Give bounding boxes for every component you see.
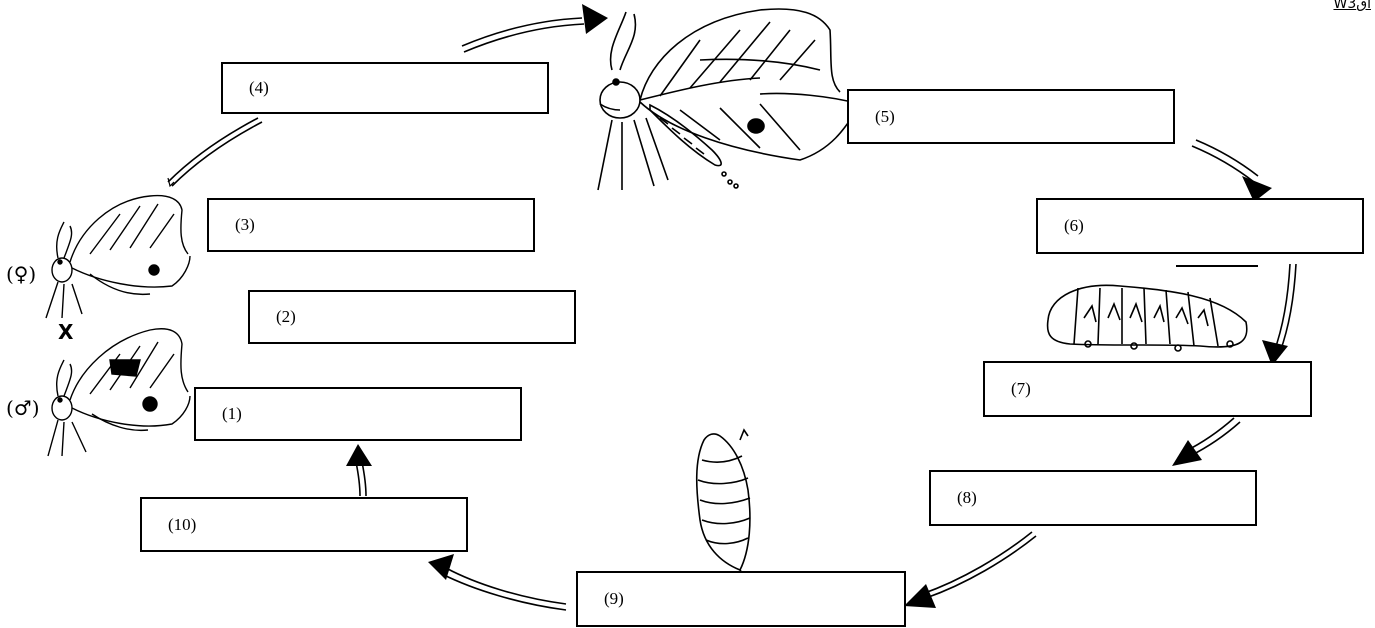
arrow-4-to-adult [462, 18, 582, 46]
stage-box-3-label: (3) [235, 215, 255, 235]
arrow-eggs-to-4 [168, 118, 258, 182]
female-butterfly-icon [46, 196, 190, 318]
stage-box-2[interactable]: (2) [248, 290, 576, 344]
chrysalis-icon [697, 430, 750, 576]
butterfly-icon [598, 9, 860, 190]
arrow-6-to-7 [1280, 264, 1296, 352]
cross-symbol: X [58, 320, 73, 344]
stage-box-1-label: (1) [222, 404, 242, 424]
stage-box-4-label: (4) [249, 78, 269, 98]
stage-box-6-label: (6) [1064, 216, 1084, 236]
stage-box-2-label: (2) [276, 307, 296, 327]
male-butterfly-icon [48, 329, 190, 456]
stage-box-3[interactable]: (3) [207, 198, 535, 252]
stage-box-1[interactable]: (1) [194, 387, 522, 441]
arrow-7-to-8 [1190, 422, 1240, 456]
corner-text: W3اق [1333, 0, 1371, 12]
stage-box-7[interactable]: (7) [983, 361, 1312, 417]
stage-box-4[interactable]: (4) [221, 62, 549, 114]
stage-box-9[interactable]: (9) [576, 571, 906, 627]
stage-box-10[interactable]: (10) [140, 497, 468, 552]
stage-box-6[interactable]: (6) [1036, 198, 1364, 254]
stage-box-7-label: (7) [1011, 379, 1031, 399]
male-symbol: (♂) [6, 396, 40, 420]
female-symbol: (♀) [6, 262, 36, 286]
arrow-5-to-6 [1196, 140, 1258, 176]
stage-box-9-label: (9) [604, 589, 624, 609]
arrow-10-to-1 [356, 462, 360, 496]
stage-box-10-label: (10) [168, 515, 196, 535]
stage-box-8[interactable]: (8) [929, 470, 1257, 526]
stage-box-5[interactable]: (5) [847, 89, 1175, 144]
stage-box-5-label: (5) [875, 107, 895, 127]
stage-box-8-label: (8) [957, 488, 977, 508]
caterpillar-icon [1048, 285, 1247, 351]
